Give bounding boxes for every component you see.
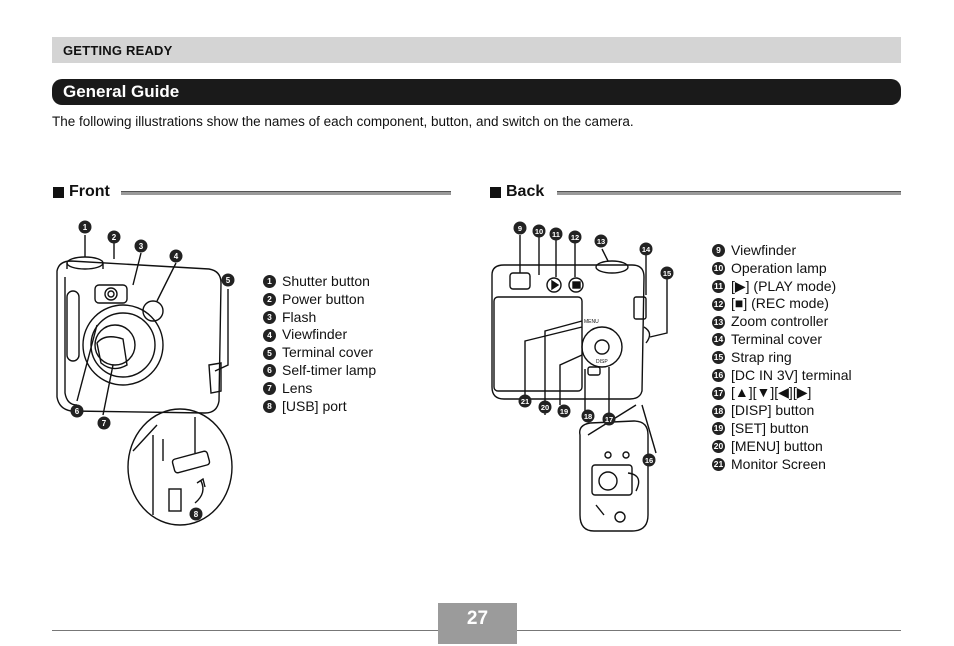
back-heading: Back: [490, 183, 544, 201]
front-heading-label: Front: [69, 183, 110, 200]
section-header-bar: GETTING READY: [52, 37, 901, 63]
list-item: 17[▲][▼][◀][▶]: [712, 384, 812, 401]
list-item: 20[MENU] button: [712, 437, 823, 454]
svg-text:8: 8: [194, 510, 199, 519]
section-title: GETTING READY: [63, 43, 173, 58]
list-item: 12[■] (REC mode): [712, 295, 829, 312]
svg-text:10: 10: [535, 227, 543, 236]
svg-text:1: 1: [83, 223, 88, 232]
intro-text: The following illustrations show the nam…: [52, 114, 634, 129]
list-item: 18[DISP] button: [712, 402, 815, 419]
list-item: 16[DC IN 3V] terminal: [712, 366, 852, 383]
square-bullet-icon: [490, 186, 501, 198]
page-title-bar: General Guide: [52, 79, 901, 105]
back-heading-rule: [557, 191, 901, 195]
svg-text:14: 14: [642, 245, 651, 254]
svg-text:15: 15: [663, 269, 671, 278]
svg-text:4: 4: [174, 252, 179, 261]
svg-text:17: 17: [605, 415, 613, 424]
front-camera-illustration: 1 2 3 4 5 6 7 8: [56, 220, 235, 526]
svg-text:18: 18: [584, 412, 592, 421]
disp-label: DISP: [596, 359, 608, 365]
svg-text:6: 6: [75, 407, 80, 416]
front-heading-rule: [121, 191, 451, 195]
back-heading-label: Back: [506, 183, 545, 200]
svg-text:9: 9: [518, 224, 522, 233]
front-heading: Front: [53, 183, 110, 201]
svg-text:16: 16: [645, 456, 653, 465]
svg-text:3: 3: [139, 242, 144, 251]
svg-text:20: 20: [541, 403, 549, 412]
list-item: 19[SET] button: [712, 419, 809, 436]
menu-label: MENU: [584, 319, 599, 325]
svg-text:5: 5: [226, 276, 231, 285]
svg-text:13: 13: [597, 237, 605, 246]
svg-text:7: 7: [102, 419, 107, 428]
svg-text:11: 11: [552, 230, 560, 239]
svg-text:21: 21: [521, 397, 529, 406]
svg-text:12: 12: [571, 233, 579, 242]
svg-text:2: 2: [112, 233, 117, 242]
list-item: 11[▶] (PLAY mode): [712, 277, 837, 294]
list-item: 8[USB] port: [263, 398, 376, 416]
page-title: General Guide: [63, 82, 180, 101]
page-number-box: 27: [438, 603, 517, 644]
back-camera-illustration: 9 10 11 12 13 14 15 16 17 18 19 20 21 ME…: [491, 221, 674, 532]
svg-text:19: 19: [560, 407, 568, 416]
page-number: 27: [466, 608, 489, 629]
square-bullet-icon: [53, 186, 64, 198]
